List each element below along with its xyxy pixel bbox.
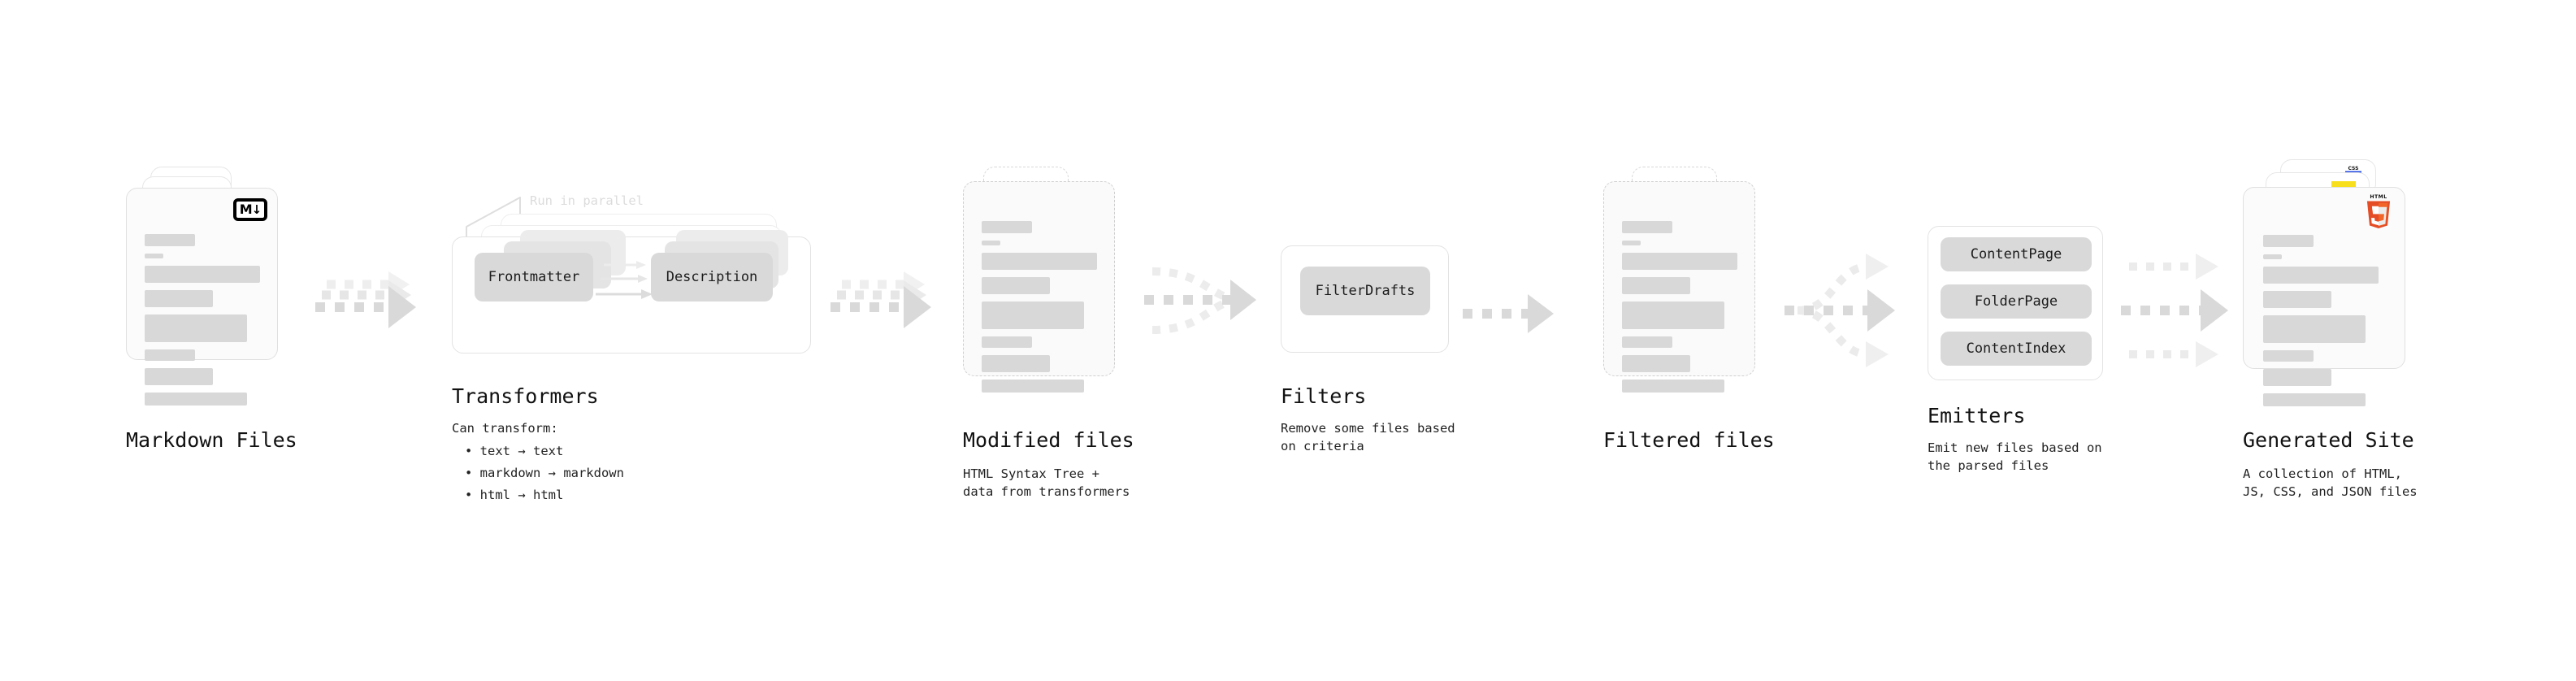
arrow-modified-to-filters — [1144, 267, 1256, 334]
arrow-emitters-to-site — [2121, 254, 2228, 367]
content-bar — [982, 241, 1000, 245]
generated-site-stack: CSS HTML — [2243, 159, 2430, 406]
content-bar — [982, 277, 1050, 294]
content-bar — [145, 314, 247, 342]
transformers-bullet-0: • text → text — [465, 444, 564, 458]
content-bar — [145, 349, 195, 361]
content-bar — [1622, 355, 1690, 372]
arrow-filters-to-filtered — [1463, 294, 1554, 333]
filtered-card-content — [1622, 221, 1737, 400]
transformers-bullet-1: • markdown → markdown — [465, 466, 624, 480]
content-bar — [2263, 235, 2314, 247]
svg-text:CSS: CSS — [2348, 166, 2359, 171]
content-bar — [145, 254, 163, 258]
modified-files-description: HTML Syntax Tree + data from transformer… — [963, 466, 1130, 500]
transformer-inner-arrows — [596, 261, 653, 299]
emitter-chip-folderpage[interactable]: FolderPage — [1941, 284, 2092, 319]
content-bar — [982, 253, 1097, 270]
transformers-description: Can transform: — [452, 421, 558, 436]
content-bar — [2263, 254, 2282, 259]
content-bar — [1622, 380, 1724, 393]
transformer-chip-description[interactable]: Description — [651, 253, 773, 301]
content-bar — [982, 355, 1050, 372]
content-bar — [145, 368, 213, 385]
arrow-transformers-to-modified — [830, 271, 931, 328]
modified-files-stack — [963, 167, 1138, 393]
filtered-files-stack — [1603, 167, 1778, 393]
content-bar — [1622, 336, 1672, 348]
filters-title: Filters — [1281, 384, 1367, 408]
arrow-filtered-to-emitters — [1785, 254, 1895, 367]
content-bar — [2263, 393, 2366, 406]
transformers-title: Transformers — [452, 384, 599, 408]
emitters-group: ContentPage FolderPage ContentIndex — [1928, 226, 2114, 388]
emitter-chip-contentpage[interactable]: ContentPage — [1941, 237, 2092, 271]
content-bar — [1622, 301, 1724, 329]
markdown-card-front: M↓ — [126, 188, 278, 406]
content-bar — [982, 380, 1084, 393]
emitter-chip-contentindex[interactable]: ContentIndex — [1941, 332, 2092, 366]
markdown-icon: M↓ — [233, 198, 267, 221]
content-bar — [982, 301, 1084, 329]
content-bar — [982, 221, 1032, 233]
markdown-files-stack: M↓ — [126, 167, 301, 406]
content-bar — [2263, 369, 2331, 386]
arrow-markdown-to-transformers — [315, 271, 416, 328]
modified-card-content — [982, 221, 1097, 400]
html5-icon: HTML — [2366, 194, 2391, 228]
filters-group: FilterDrafts — [1281, 245, 1451, 359]
content-bar — [2263, 267, 2379, 284]
filtered-files-title: Filtered files — [1603, 428, 1775, 452]
content-bar — [2263, 350, 2314, 362]
markdown-files-title: Markdown Files — [126, 428, 297, 452]
run-in-parallel-label: Run in parallel — [530, 193, 644, 208]
emitters-title: Emitters — [1928, 404, 2026, 427]
content-bar — [2263, 291, 2331, 308]
content-bar — [145, 234, 195, 246]
transformer-chip-frontmatter[interactable]: Frontmatter — [475, 253, 593, 301]
generated-site-title: Generated Site — [2243, 428, 2414, 452]
content-bar — [982, 336, 1032, 348]
modified-files-title: Modified files — [963, 428, 1134, 452]
generated-card-content — [2263, 235, 2379, 414]
content-bar — [2263, 315, 2366, 343]
transformers-group: Run in parallel Frontmatter Descriptio — [452, 191, 826, 354]
markdown-card-content — [145, 234, 260, 413]
generated-site-description: A collection of HTML, JS, CSS, and JSON … — [2243, 466, 2418, 500]
content-bar — [1622, 253, 1737, 270]
css3-icon: CSS — [2345, 166, 2361, 173]
filtered-card-front — [1603, 181, 1755, 393]
emitters-description: Emit new files based on the parsed files — [1928, 440, 2102, 474]
content-bar — [145, 266, 260, 283]
content-bar — [145, 393, 247, 406]
content-bar — [1622, 277, 1690, 294]
transformers-bullet-2: • html → html — [465, 488, 564, 502]
filter-chip-filterdrafts[interactable]: FilterDrafts — [1300, 267, 1430, 315]
filters-description: Remove some files based on criteria — [1281, 421, 1455, 454]
content-bar — [1622, 241, 1641, 245]
modified-card-front — [963, 181, 1115, 393]
generated-card-front: HTML — [2243, 187, 2405, 406]
content-bar — [1622, 221, 1672, 233]
svg-text:HTML: HTML — [2370, 194, 2387, 200]
content-bar — [145, 290, 213, 307]
